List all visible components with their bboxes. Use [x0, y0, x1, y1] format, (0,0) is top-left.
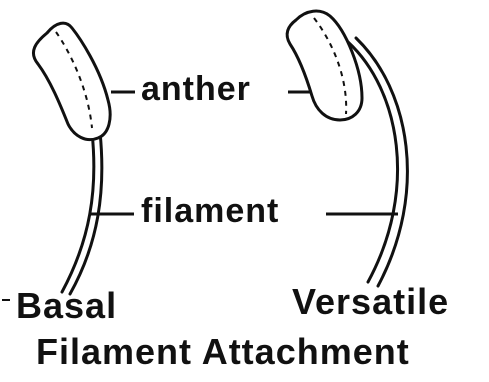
- versatile-anther: [287, 11, 362, 120]
- basal-stamen: [33, 23, 110, 294]
- basal-label: Basal: [16, 288, 117, 324]
- anther-label: anther: [141, 72, 251, 106]
- versatile-stamen: [287, 11, 407, 286]
- basal-anther: [33, 23, 110, 139]
- versatile-label: Versatile: [292, 284, 449, 320]
- caption-label: Filament Attachment: [36, 334, 410, 370]
- filament-label: filament: [141, 194, 279, 228]
